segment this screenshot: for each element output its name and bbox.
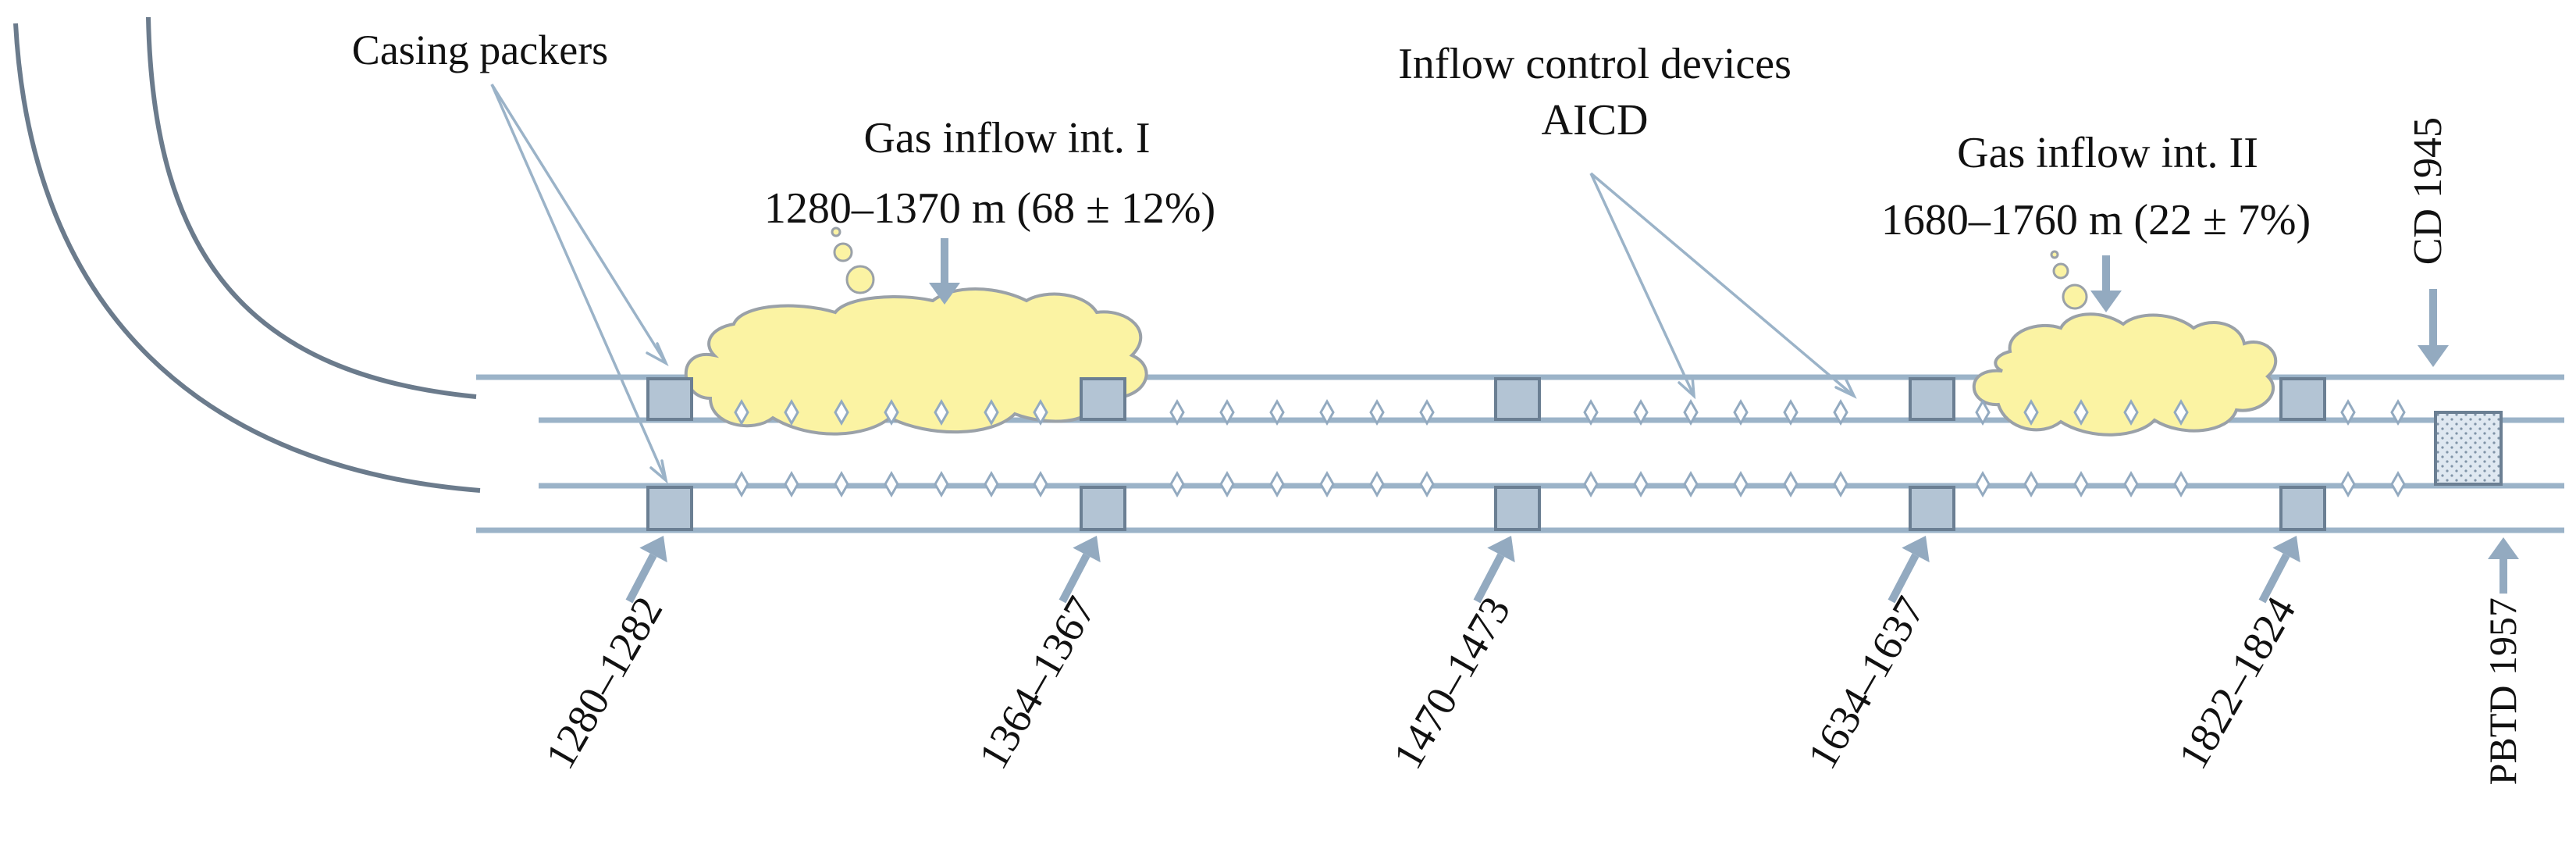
casing-packer-top [1494,377,1541,421]
wellbore-bend-outer [13,23,481,493]
aicd-valve [2123,470,2139,498]
aicd-valve [1733,398,1749,426]
aicd-valve [1833,470,1848,498]
aicd-valve [1783,398,1799,426]
packer-depth-label: 1470–1473 [1384,589,1519,776]
aicd-valve [1369,470,1385,498]
aicd-valve [2023,470,2039,498]
block-arrows [625,238,2519,604]
aicd-valve [1169,398,1185,426]
gas-bubbles-1 [831,226,875,294]
block-arrow [2258,536,2300,604]
aicd-valve [1833,398,1848,426]
aicd-valve [1975,398,1991,426]
block-arrow [1888,536,1930,604]
gas-inflow-1-range: 1280–1370 m (68 ± 12%) [764,184,1215,233]
aicd-valve [1583,398,1599,426]
aicd-valve [1169,470,1185,498]
block-arrow [1473,536,1515,604]
aicd-valve [884,398,899,426]
cd-label: CD 1945 [2406,117,2450,265]
aicd-valve [1319,398,1335,426]
aicd-valve [1633,470,1649,498]
aicd-valve [1419,470,1435,498]
aicd-valve [984,398,999,426]
aicd-valve [1033,470,1048,498]
aicd-valve [1583,470,1599,498]
aicd-valve [2340,470,2356,498]
block-arrow [2418,289,2449,367]
aicd-valve [834,470,849,498]
aicd-valve [2073,398,2089,426]
casing-packer-top [646,377,693,421]
aicd-valve [1783,470,1799,498]
gas-inflow-2-title: Gas inflow int. II [1957,129,2258,177]
aicd-valve [934,398,949,426]
aicd-valve [1683,470,1699,498]
block-arrow [929,238,960,305]
gas-inflow-2-range: 1680–1760 m (22 ± 7%) [1881,196,2311,244]
gas-cloud-interval-2 [1972,312,2278,437]
aicd-valve [2390,398,2406,426]
aicd-valve [984,470,999,498]
aicd-valve [1975,470,1991,498]
packer-depth-label: 1280–1282 [536,589,671,776]
aicd-valve [1269,470,1285,498]
packer-depth-label: 1822–1824 [2169,589,2304,776]
casing-packer-bottom [1909,486,1955,531]
casing-packer-bottom [2279,486,2326,531]
aicd-valve [2173,470,2189,498]
aicd-valve [1419,398,1435,426]
wellbore-bend-inner [146,16,477,399]
aicd-valve [1369,398,1385,426]
gas-bubbles-2 [2050,250,2088,310]
casing-packer-top [2279,377,2326,421]
block-arrow [625,536,667,604]
block-arrow [2488,537,2519,594]
aicd-valve [734,470,749,498]
block-arrow [2090,255,2122,312]
aicd-valve [2173,398,2189,426]
aicd-valve [1733,470,1749,498]
aicd-valve [2340,398,2356,426]
aicd-valve [834,398,849,426]
packer-depth-label: 1634–1637 [1799,589,1934,776]
aicd-valve [2123,398,2139,426]
casing-packer-bottom [1080,486,1126,531]
gas-cloud-interval-1 [684,287,1148,436]
casing-packer-bottom [646,486,693,531]
gas-inflow-1-title: Gas inflow int. I [863,114,1150,162]
aicd-valve [1683,398,1699,426]
aicd-valve [1033,398,1048,426]
packer-depth-labels: 1280–1282 1364–1367 1470–1473 1634–1637 1822… [536,589,2304,776]
aicd-valve [2073,470,2089,498]
pbtd-label: PBTD 1957 [2481,597,2524,785]
aicd-valve [784,470,799,498]
pointer-arrowheads [646,342,1857,484]
bottom-plug [2434,411,2503,486]
pointer-lines [490,84,1856,481]
aicd-valve [1219,470,1235,498]
aicd-valve [934,470,949,498]
aicd-valve [2023,398,2039,426]
block-arrow [1059,536,1101,604]
casing-packer-top [1909,377,1955,421]
aicd-valve [1319,470,1335,498]
aicd-valve [884,470,899,498]
casing-packer-bottom [1494,486,1541,531]
aicd-valve [784,398,799,426]
casing-packers-label: Casing packers [352,27,608,73]
casing-packers [646,377,2326,531]
aicd-valve [1219,398,1235,426]
aicd-valves [734,398,2406,498]
icd-subtitle: AICD [1542,96,1649,144]
aicd-valve [1269,398,1285,426]
packer-depth-label: 1364–1367 [970,589,1105,776]
icd-title: Inflow control devices [1398,40,1791,88]
aicd-valve [2390,470,2406,498]
aicd-valve [1633,398,1649,426]
casing-packer-top [1080,377,1126,421]
aicd-valve [734,398,749,426]
